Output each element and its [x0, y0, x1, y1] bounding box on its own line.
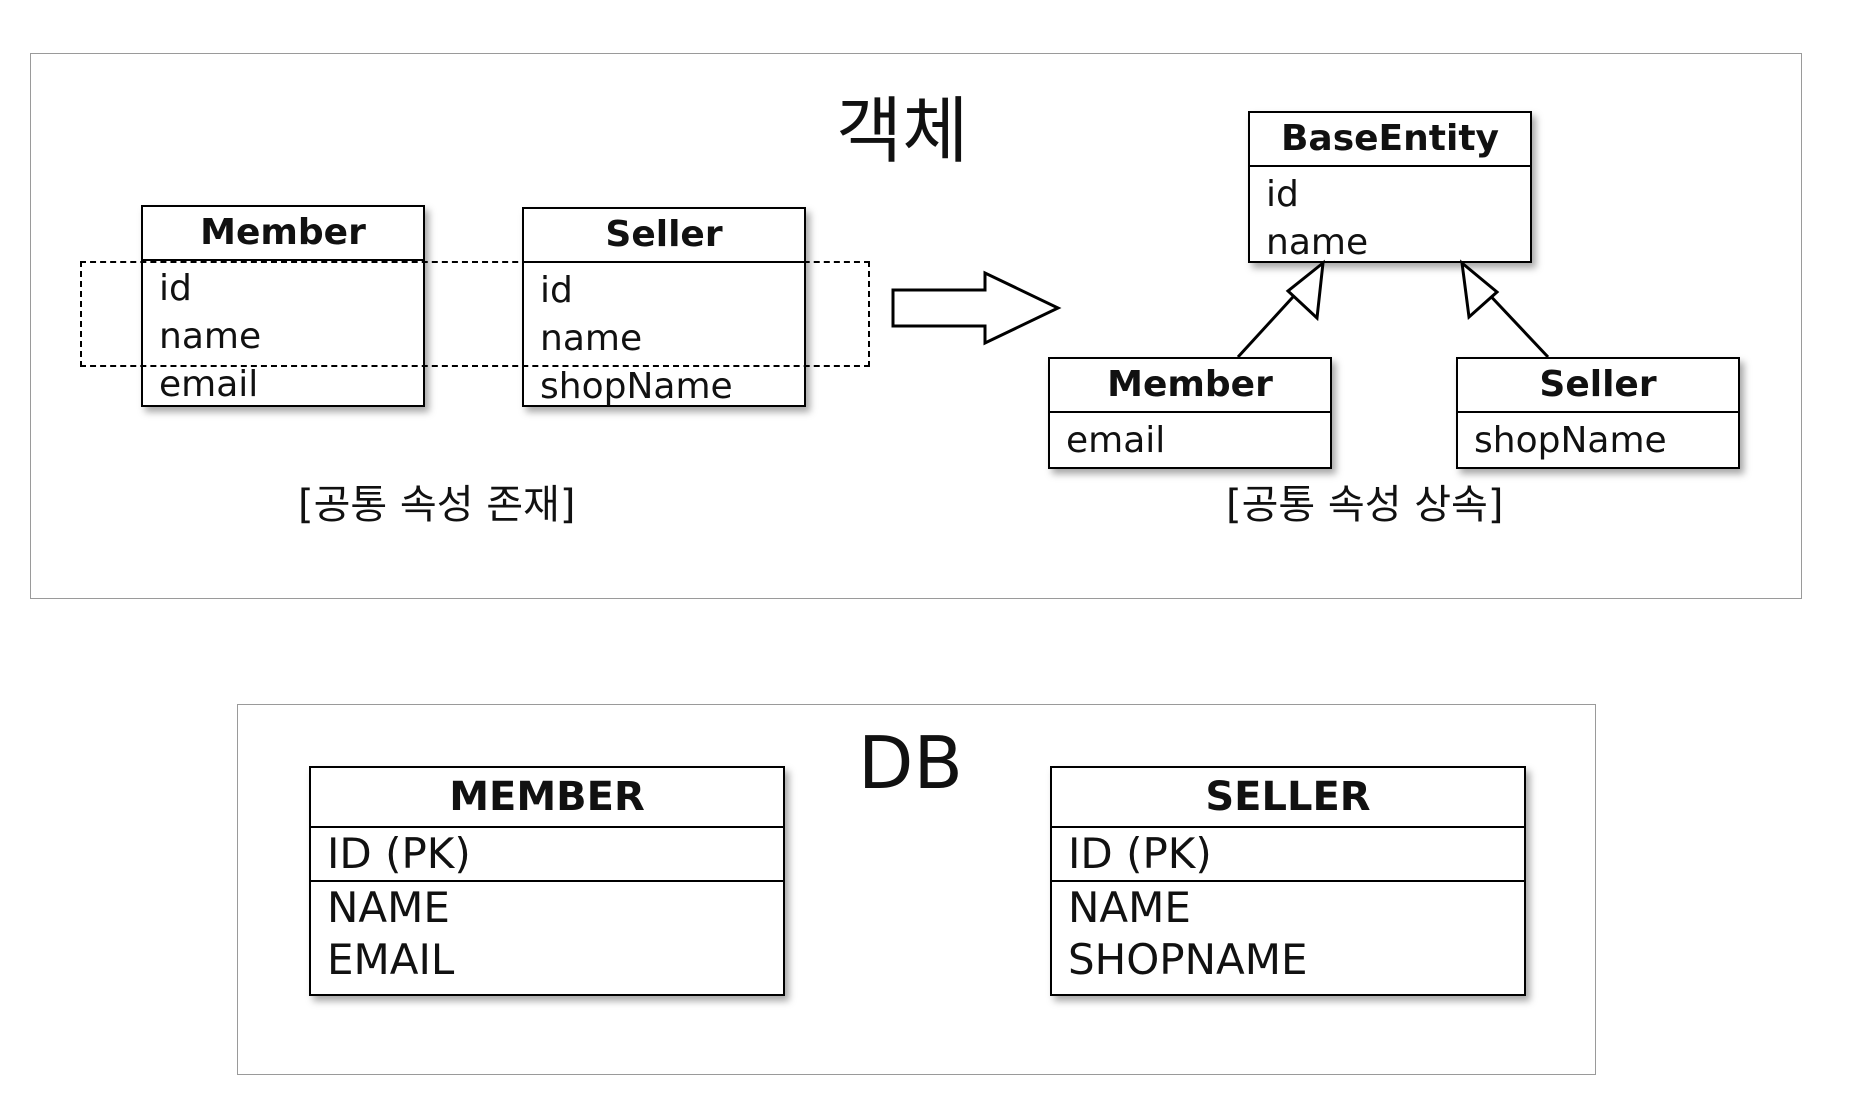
- seller-inheritance-arrowhead: [1460, 259, 1500, 321]
- db-section-title: DB: [858, 721, 963, 805]
- seller-subclass-name: Seller: [1458, 359, 1738, 413]
- seller-table-column-shopname: SHOPNAME: [1068, 935, 1308, 984]
- baseentity-attr-name: name: [1266, 222, 1369, 263]
- member-table: MEMBER ID (PK) NAME EMAIL: [309, 766, 785, 996]
- seller-attr-shopname: shopName: [540, 366, 733, 407]
- seller-attr-id: id: [540, 270, 573, 311]
- member-subclass-attributes: email: [1050, 413, 1330, 469]
- member-inheritance-line: [1236, 284, 1305, 359]
- member-table-pk-section: ID (PK): [311, 828, 783, 882]
- baseentity-class-name: BaseEntity: [1250, 113, 1530, 167]
- member-table-columns-section: NAME EMAIL: [311, 882, 783, 986]
- seller-table-pk: ID (PK): [1068, 829, 1212, 878]
- member-class-name: Member: [143, 207, 423, 261]
- member-attr-id: id: [159, 268, 192, 309]
- member-table-name: MEMBER: [311, 768, 783, 828]
- seller-class-box: Seller id name shopName: [522, 207, 806, 407]
- transform-arrow: [891, 270, 1062, 346]
- seller-attr-name: name: [540, 318, 643, 359]
- baseentity-attr-id: id: [1266, 174, 1299, 215]
- member-class-box: Member id name email: [141, 205, 425, 407]
- seller-table-columns-section: NAME SHOPNAME: [1052, 882, 1524, 986]
- member-attr-name: name: [159, 316, 262, 357]
- member-subclass-box: Member email: [1048, 357, 1332, 469]
- member-inheritance-arrowhead: [1285, 259, 1325, 322]
- common-attributes-caption: [공통 속성 존재]: [298, 482, 576, 528]
- member-subclass-attr-email: email: [1066, 420, 1166, 461]
- seller-table: SELLER ID (PK) NAME SHOPNAME: [1050, 766, 1526, 996]
- member-subclass-name: Member: [1050, 359, 1330, 413]
- baseentity-class-attributes: id name: [1250, 167, 1530, 271]
- seller-inheritance-line: [1481, 286, 1550, 359]
- object-section-title: 객체: [836, 89, 969, 173]
- seller-class-attributes: id name shopName: [524, 263, 804, 415]
- common-attributes-highlight: [80, 261, 870, 367]
- member-class-attributes: id name email: [143, 261, 423, 413]
- seller-table-name: SELLER: [1052, 768, 1524, 828]
- member-table-column-email: EMAIL: [327, 935, 455, 984]
- member-attr-email: email: [159, 364, 259, 405]
- baseentity-class-box: BaseEntity id name: [1248, 111, 1532, 263]
- seller-table-pk-section: ID (PK): [1052, 828, 1524, 882]
- member-table-pk: ID (PK): [327, 829, 471, 878]
- seller-subclass-attr-shopname: shopName: [1474, 420, 1667, 461]
- member-table-column-name: NAME: [327, 883, 450, 932]
- seller-subclass-box: Seller shopName: [1456, 357, 1740, 469]
- seller-table-column-name: NAME: [1068, 883, 1191, 932]
- inheritance-caption: [공통 속성 상속]: [1226, 482, 1504, 528]
- seller-subclass-attributes: shopName: [1458, 413, 1738, 469]
